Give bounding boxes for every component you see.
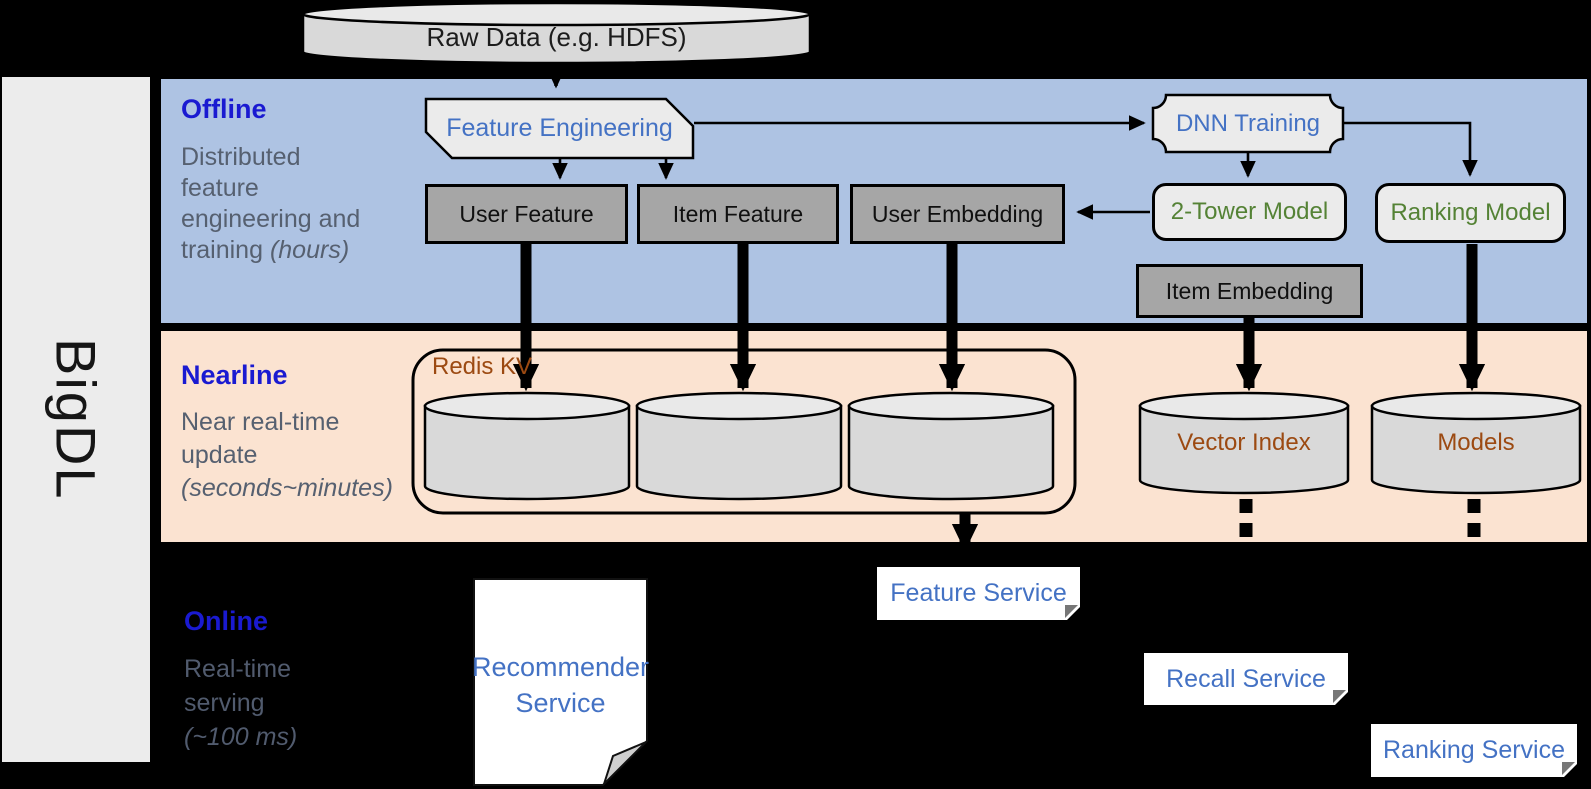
online-title: Online xyxy=(184,606,269,636)
ranking-service-box: Ranking Service xyxy=(1371,724,1578,778)
nearline-duration: (seconds~minutes) xyxy=(181,474,393,502)
kv-cylinder-3 xyxy=(847,391,1055,501)
recommender-service-document xyxy=(473,578,648,786)
online-subtitle: Real-time serving (~100 ms) xyxy=(184,652,444,754)
user-embedding-box: User Embedding xyxy=(850,184,1065,244)
offline-subtitle-line: Distributed xyxy=(181,143,301,171)
ranking-model-box: Ranking Model xyxy=(1375,183,1566,243)
user-feature-box: User Feature xyxy=(425,184,628,244)
offline-title: Offline xyxy=(181,94,267,124)
online-duration: (~100 ms) xyxy=(184,723,298,751)
item-embedding-box: Item Embedding xyxy=(1136,264,1363,318)
feature-service-box: Feature Service xyxy=(877,567,1081,621)
arrow-dnn-to-rankingmodel xyxy=(1343,121,1478,177)
online-subtitle-line: serving xyxy=(184,689,265,717)
offline-subtitle-line: training (hours) xyxy=(181,236,350,264)
vector-index-label: Vector Index xyxy=(1177,428,1311,456)
kv-cylinder-1 xyxy=(423,391,631,501)
vector-index-cylinder xyxy=(1138,391,1350,495)
raw-data-cylinder xyxy=(301,1,812,65)
offline-subtitle-line: feature xyxy=(181,174,259,202)
bigdl-sidebar: BigDL xyxy=(2,77,150,762)
two-tower-model-box: 2-Tower Model xyxy=(1152,183,1347,241)
recommender-service-label: Recommender Service xyxy=(471,652,650,718)
bigdl-label: BigDL xyxy=(44,338,108,501)
offline-duration: (hours) xyxy=(269,236,350,264)
offline-subtitle-line: engineering and xyxy=(181,205,361,233)
nearline-subtitle-line: Near real-time xyxy=(181,408,340,436)
online-subtitle-line: (~100 ms) xyxy=(184,720,444,754)
online-subtitle-line: Real-time xyxy=(184,655,291,683)
nearline-subtitle: Near real-time update (seconds~minutes) xyxy=(181,406,461,505)
offline-subtitle: Distributed feature engineering and trai… xyxy=(181,142,431,266)
dnn-training-label: DNN Training xyxy=(1175,109,1321,137)
models-cylinder xyxy=(1370,391,1582,495)
item-feature-box: Item Feature xyxy=(637,184,839,244)
feature-engineering-label: Feature Engineering xyxy=(446,114,673,142)
redis-kv-label: Redis KV xyxy=(432,353,533,380)
nearline-subtitle-line: update xyxy=(181,441,258,469)
dnn-training-shape xyxy=(1151,93,1345,154)
nearline-title: Nearline xyxy=(181,360,288,390)
raw-data-label: Raw Data (e.g. HDFS) xyxy=(426,21,687,52)
nearline-subtitle-line: (seconds~minutes) xyxy=(181,472,461,505)
feature-engineering-shape xyxy=(424,97,695,160)
models-label: Models xyxy=(1437,428,1515,456)
kv-cylinder-2 xyxy=(635,391,843,501)
recall-service-box: Recall Service xyxy=(1144,653,1349,706)
